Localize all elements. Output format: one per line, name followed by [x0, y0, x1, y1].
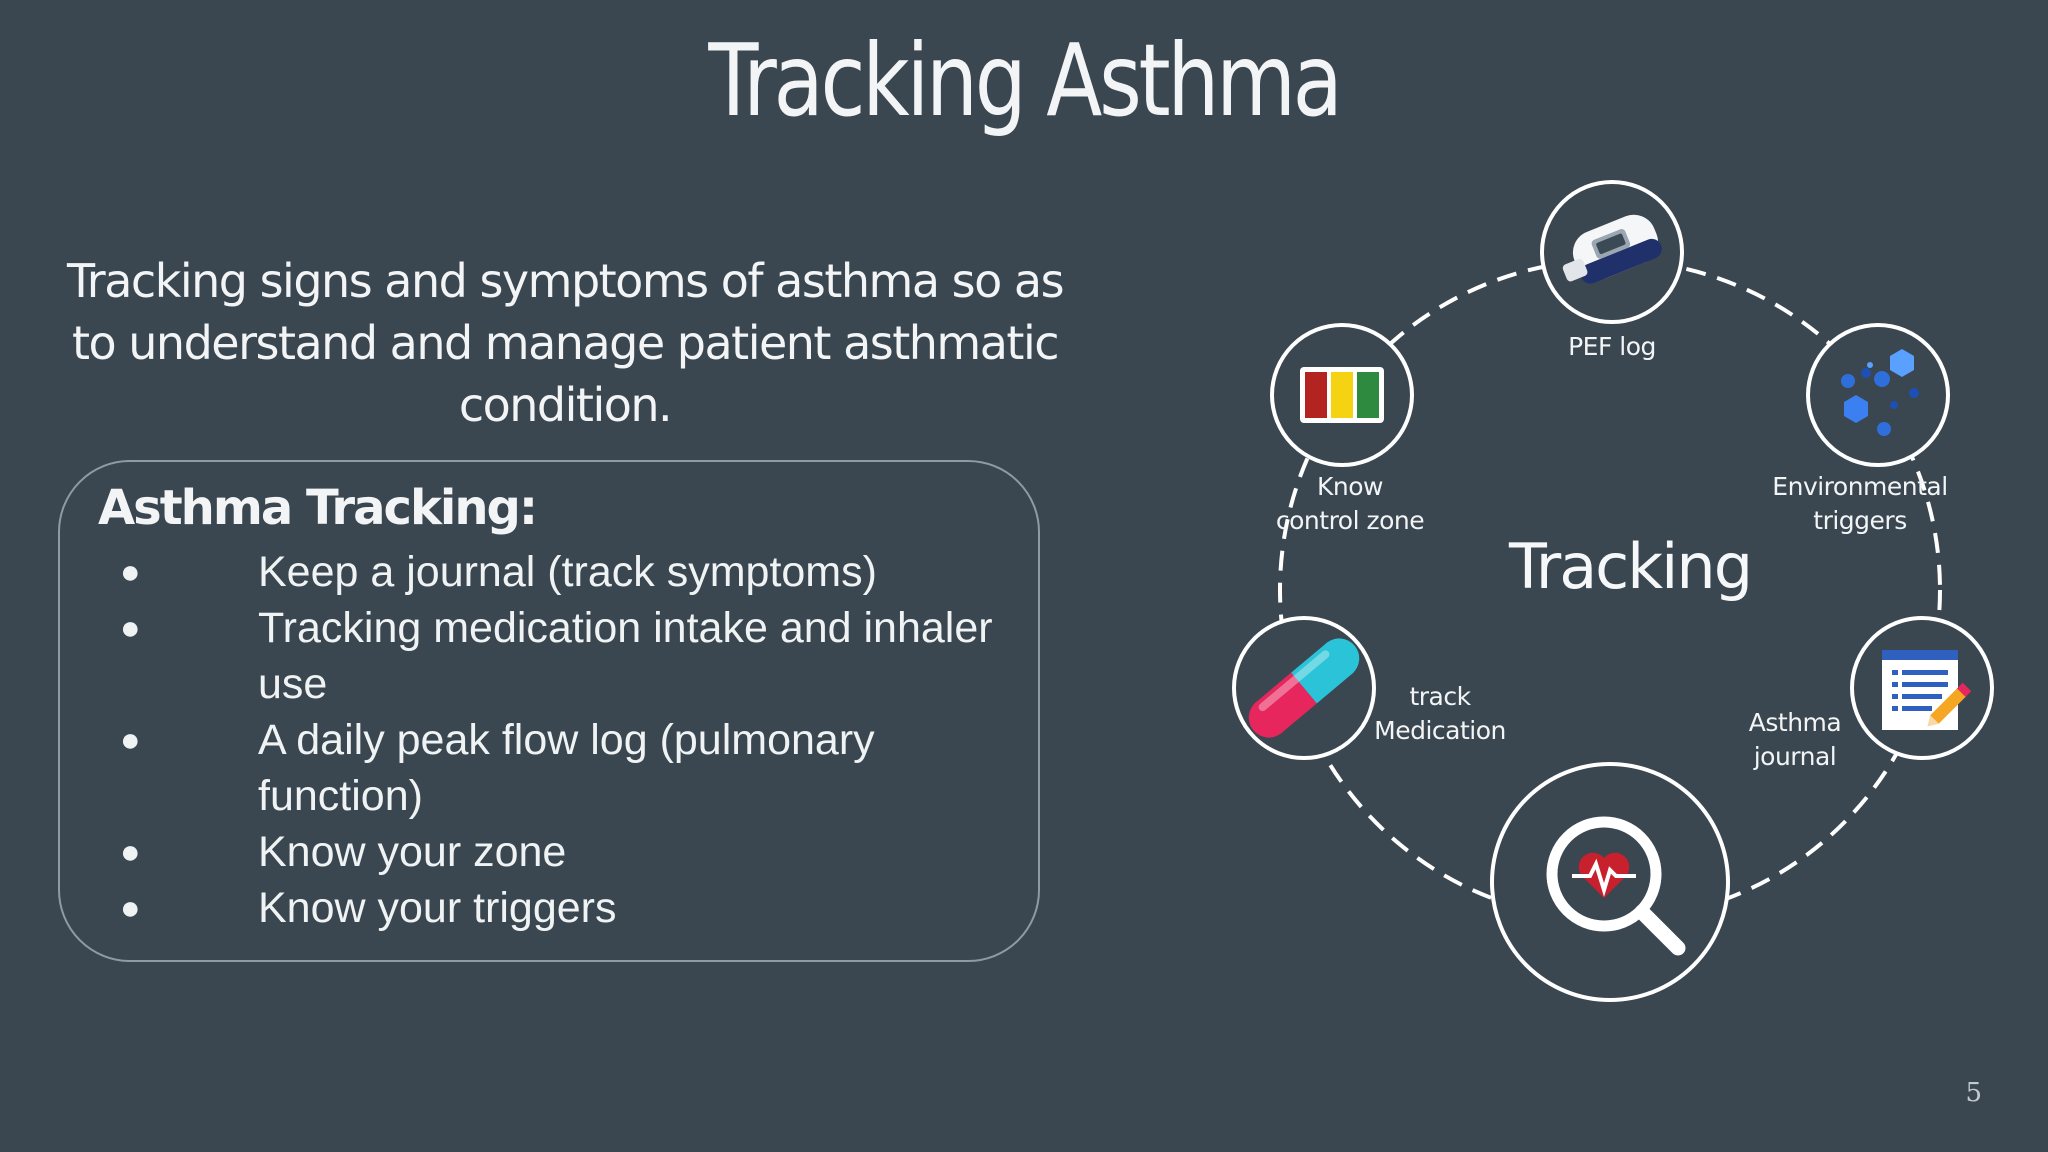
notepad-pencil-icon [1882, 650, 1972, 730]
label-line: track [1409, 682, 1471, 711]
node-asthma-journal [1850, 616, 1994, 760]
bullet-item: ● Know your zone [120, 824, 1010, 880]
node-pef-log [1540, 180, 1684, 324]
traffic-light-zones-icon [1300, 367, 1384, 423]
label-line: Medication [1374, 716, 1506, 745]
node-environmental-triggers [1806, 323, 1950, 467]
bullet-text: Keep a journal (track symptoms) [258, 548, 877, 596]
label-line: journal [1753, 742, 1837, 771]
label-line: control zone [1275, 506, 1425, 535]
center-label: Tracking [1508, 530, 1753, 603]
pill-capsule-icon [1248, 638, 1360, 738]
bullet-item: ● Tracking medication intake and inhaler … [120, 600, 1010, 712]
bullet-dot: ● [120, 833, 141, 871]
bullet-text: A daily peak flow log (pulmonary functio… [258, 716, 875, 820]
bullet-list: ● Keep a journal (track symptoms) ● Tracki… [120, 544, 1010, 936]
asthma-tracking-box: Asthma Tracking: ● Keep a journal (track … [58, 460, 1040, 962]
box-heading: Asthma Tracking: [98, 480, 538, 536]
bullet-item: ● Know your triggers [120, 880, 1010, 936]
magnifier-heartbeat-icon [1546, 816, 1686, 956]
molecules-icon [1841, 349, 1919, 436]
node-control-zone [1270, 323, 1414, 467]
peak-flow-meter-icon [1562, 214, 1662, 284]
bullet-text: Know your triggers [258, 884, 617, 932]
label-line: Know [1317, 472, 1383, 501]
bullet-dot: ● [120, 609, 141, 647]
label-line: Asthma [1748, 708, 1842, 737]
node-health-search [1490, 762, 1730, 1002]
slide-subtitle: Tracking signs and symptoms of asthma so… [66, 254, 1065, 432]
bullet-text: Know your zone [258, 828, 567, 876]
label-line: triggers [1813, 506, 1907, 535]
label-line: Environmental [1772, 472, 1948, 501]
bullet-text: Tracking medication intake and inhaler u… [258, 604, 993, 708]
bullet-dot: ● [120, 721, 141, 759]
label-pef-log: PEF log [1568, 332, 1656, 361]
label-asthma-journal: Asthma journal [1740, 706, 1850, 774]
bullet-item: ● Keep a journal (track symptoms) [120, 544, 1010, 600]
label-environmental-triggers: Environmental triggers [1760, 470, 1960, 538]
bullet-dot: ● [120, 889, 141, 927]
bullet-dot: ● [120, 553, 141, 591]
label-control-zone: Know control zone [1250, 470, 1450, 538]
slide-title: Tracking Asthma [708, 22, 1343, 139]
page-number: 5 [1965, 1078, 1982, 1108]
node-medication [1232, 616, 1376, 760]
bullet-item: ● A daily peak flow log (pulmonary functi… [120, 712, 1010, 824]
